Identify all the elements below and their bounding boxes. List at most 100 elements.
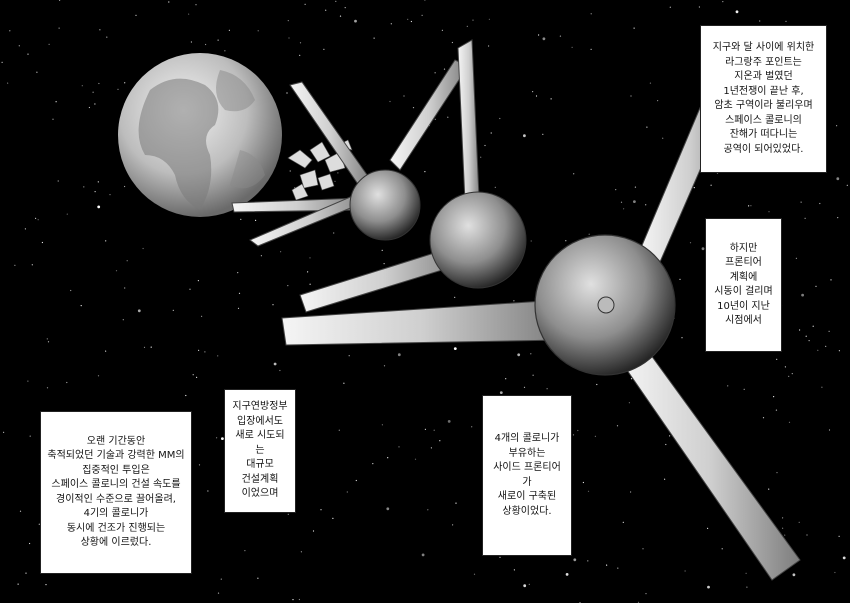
star [573,173,575,175]
star [344,7,346,9]
star [768,488,770,490]
star [693,187,695,189]
star [819,202,821,205]
star [535,95,538,97]
star [135,14,137,16]
star [383,365,386,367]
star [594,435,597,437]
star [255,219,257,221]
star [669,435,671,437]
star [307,271,309,273]
star [142,247,144,250]
star [679,278,681,280]
star [473,573,476,575]
star [237,272,239,274]
caption-text: 지구와 달 사이에 위치한 라그랑주 포인트는 지온과 벌였던 1년전쟁이 끝난… [712,42,815,155]
star [25,572,27,574]
star [172,309,174,311]
star [707,585,710,589]
star [292,599,294,601]
star [217,39,219,41]
space-colony-2 [299,39,527,313]
star [412,107,415,109]
star [52,118,54,120]
star [80,305,82,307]
star [447,116,449,118]
star [664,478,666,480]
star [88,106,90,109]
star [424,171,426,173]
star [748,205,750,207]
star [434,72,436,74]
star [207,490,209,492]
caption-box-construction: 오랜 기간동안 축적되었던 기술과 강력한 MM의 집중적인 투입은 스페이스 … [40,411,192,574]
star [788,421,791,423]
star [323,48,325,51]
star [805,335,807,337]
star [530,353,532,355]
star [36,71,38,73]
star [505,378,507,380]
star [523,134,526,138]
star [339,15,342,17]
star [325,9,327,11]
star [550,98,552,100]
star [46,338,48,340]
star [29,435,31,437]
star [18,45,20,47]
star [745,572,747,574]
star [523,386,526,388]
star [542,133,544,135]
star [821,386,823,388]
star [289,170,291,172]
space-colony-3 [281,69,801,581]
star [630,491,632,493]
caption-box-lagrange: 지구와 달 사이에 위치한 라그랑주 포인트는 지온과 벌였던 1년전쟁이 끝난… [700,25,827,173]
star [94,191,96,193]
star [189,288,191,290]
star [846,184,848,186]
star [494,186,496,188]
star [775,409,778,411]
star [7,82,9,84]
star [238,292,241,294]
star [92,91,94,93]
star [559,35,562,37]
star [532,91,534,93]
star [197,280,199,282]
star [19,510,22,512]
star [466,25,468,27]
star [825,345,827,347]
star [66,381,68,384]
star [836,177,840,181]
star [588,233,590,235]
star [620,201,623,203]
star [99,29,101,31]
star [220,578,222,580]
star [300,551,302,553]
caption-box-side-frontier: 4개의 콜로니가 부유하는 사이드 프론티어가 새로이 구축된 상황이었다. [482,395,572,556]
star [195,4,197,6]
star [105,240,107,242]
star [817,349,819,351]
star [815,285,817,287]
star [83,186,85,188]
star [221,437,224,440]
star [287,20,289,22]
star [124,287,126,289]
star [447,420,451,423]
star [41,241,44,244]
star [439,440,441,442]
star [37,219,39,221]
star [334,180,336,182]
star [354,19,357,23]
star [390,23,392,25]
star [499,391,503,394]
star [681,337,683,339]
star [784,534,786,536]
star [750,205,752,207]
star [298,598,300,601]
debris-cluster [287,139,353,201]
star [572,434,575,436]
star [792,573,796,577]
